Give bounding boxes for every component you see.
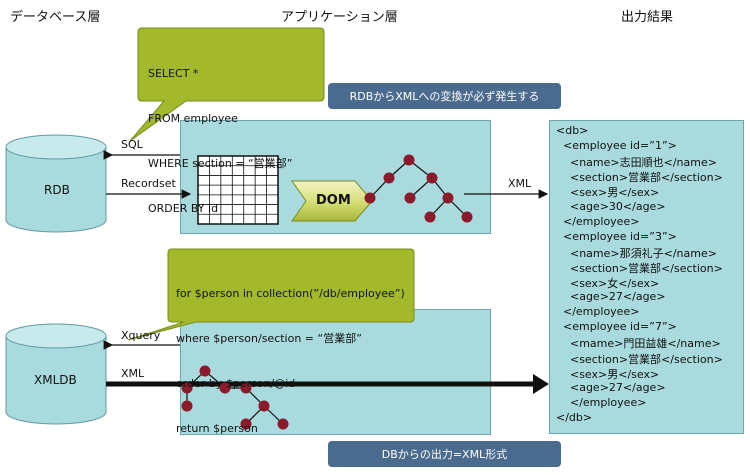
sql-line: SELECT * (148, 67, 199, 80)
xml-line: </employee> (556, 395, 647, 409)
banner-xml-output: DBからの出力=XML形式 (328, 441, 561, 467)
xml-line: </db> (556, 410, 593, 424)
tree-node (181, 382, 193, 394)
tree-node (424, 211, 436, 223)
sql-label: SQL (121, 138, 143, 151)
xml-line: <db> (556, 124, 589, 137)
sql-callout-text: SELECT * FROM employee WHERE section = “… (148, 36, 292, 231)
sql-line: ORDER BY id (148, 202, 219, 215)
xml-top-label: XML (508, 177, 532, 190)
xquery-callout-bubble (127, 248, 415, 341)
tree-node (258, 400, 270, 412)
xml-line: <sex>男</sex> (556, 367, 660, 381)
dom-label: DOM (316, 193, 351, 208)
xquery-line: for $person in collection(”/db/employee”… (176, 287, 405, 300)
banner-conversion: RDBからXMLへの変換が必ず発生する (328, 83, 561, 109)
grid-frame (197, 155, 279, 225)
xml-line: <age>30</age> (556, 199, 666, 213)
tree-node (364, 192, 376, 204)
rdb-cylinder-icon (5, 134, 107, 233)
tree-node (277, 418, 289, 430)
xml-line: <name>那須礼子</name> (556, 246, 717, 260)
xml-line: <section>営業部</section> (556, 352, 723, 366)
tree-node (442, 192, 454, 204)
sql-callout-bubble (129, 27, 325, 142)
xquery-callout-text: for $person in collection(”/db/employee”… (176, 256, 405, 451)
xml-line: <age>27</age> (556, 290, 666, 304)
xml-bottom-arrow-head (533, 374, 549, 394)
xml-line: <sex>男</sex> (556, 186, 660, 200)
xml-line: <name>志田順也</name> (556, 156, 717, 170)
dom-tree-icon (364, 154, 473, 223)
rdb-label: RDB (44, 183, 70, 197)
xml-line: <sex>女</sex> (556, 277, 660, 290)
xquery-line: where $person/section = “営業部” (176, 332, 362, 345)
xml-line: <mame>門田益雄</name> (556, 337, 721, 351)
xml-line: </employee> (556, 305, 640, 319)
tree-node (404, 192, 416, 204)
tree-node (383, 172, 395, 184)
xml-bottom-label: XML (121, 367, 145, 380)
tree-node (240, 418, 252, 430)
header-output: 出力結果 (621, 10, 674, 25)
header-application-layer: アプリケーション層 (281, 10, 398, 25)
xml-line: <employee id=”3”> (556, 229, 677, 243)
tree-node (461, 211, 473, 223)
header-database-layer: データベース層 (10, 10, 101, 25)
xml-line: <section>営業部</section> (556, 261, 723, 275)
xquery-line: order by $person/@id (176, 377, 296, 390)
recordset-label: Recordset (121, 177, 176, 190)
xml-line: <employee id=”1”> (556, 139, 677, 153)
dom-arrow-shape (291, 180, 373, 222)
sql-line: WHERE section = “営業部” (148, 157, 293, 170)
xml-line: <age>27</age> (556, 380, 666, 394)
tree-node (240, 382, 252, 394)
xml-output-panel (549, 120, 744, 434)
xml-line: </employee> (556, 214, 640, 228)
xmldb-label: XMLDB (34, 373, 77, 387)
tree-node (426, 172, 438, 184)
xquery-label: Xquery (121, 329, 161, 342)
xml-tree-icon (181, 365, 289, 430)
tree-node (181, 400, 193, 412)
xquery-line: return $person (176, 422, 258, 435)
tree-node (219, 382, 231, 394)
xml-line: <section>営業部</section> (556, 171, 723, 185)
recordset-grid-icon (197, 155, 279, 225)
tree-node (403, 154, 415, 166)
xmldb-cylinder-icon (5, 323, 107, 425)
tree-node (199, 365, 211, 377)
xml-line: <employee id=”7”> (556, 320, 677, 334)
sql-line: FROM employee (148, 112, 238, 125)
